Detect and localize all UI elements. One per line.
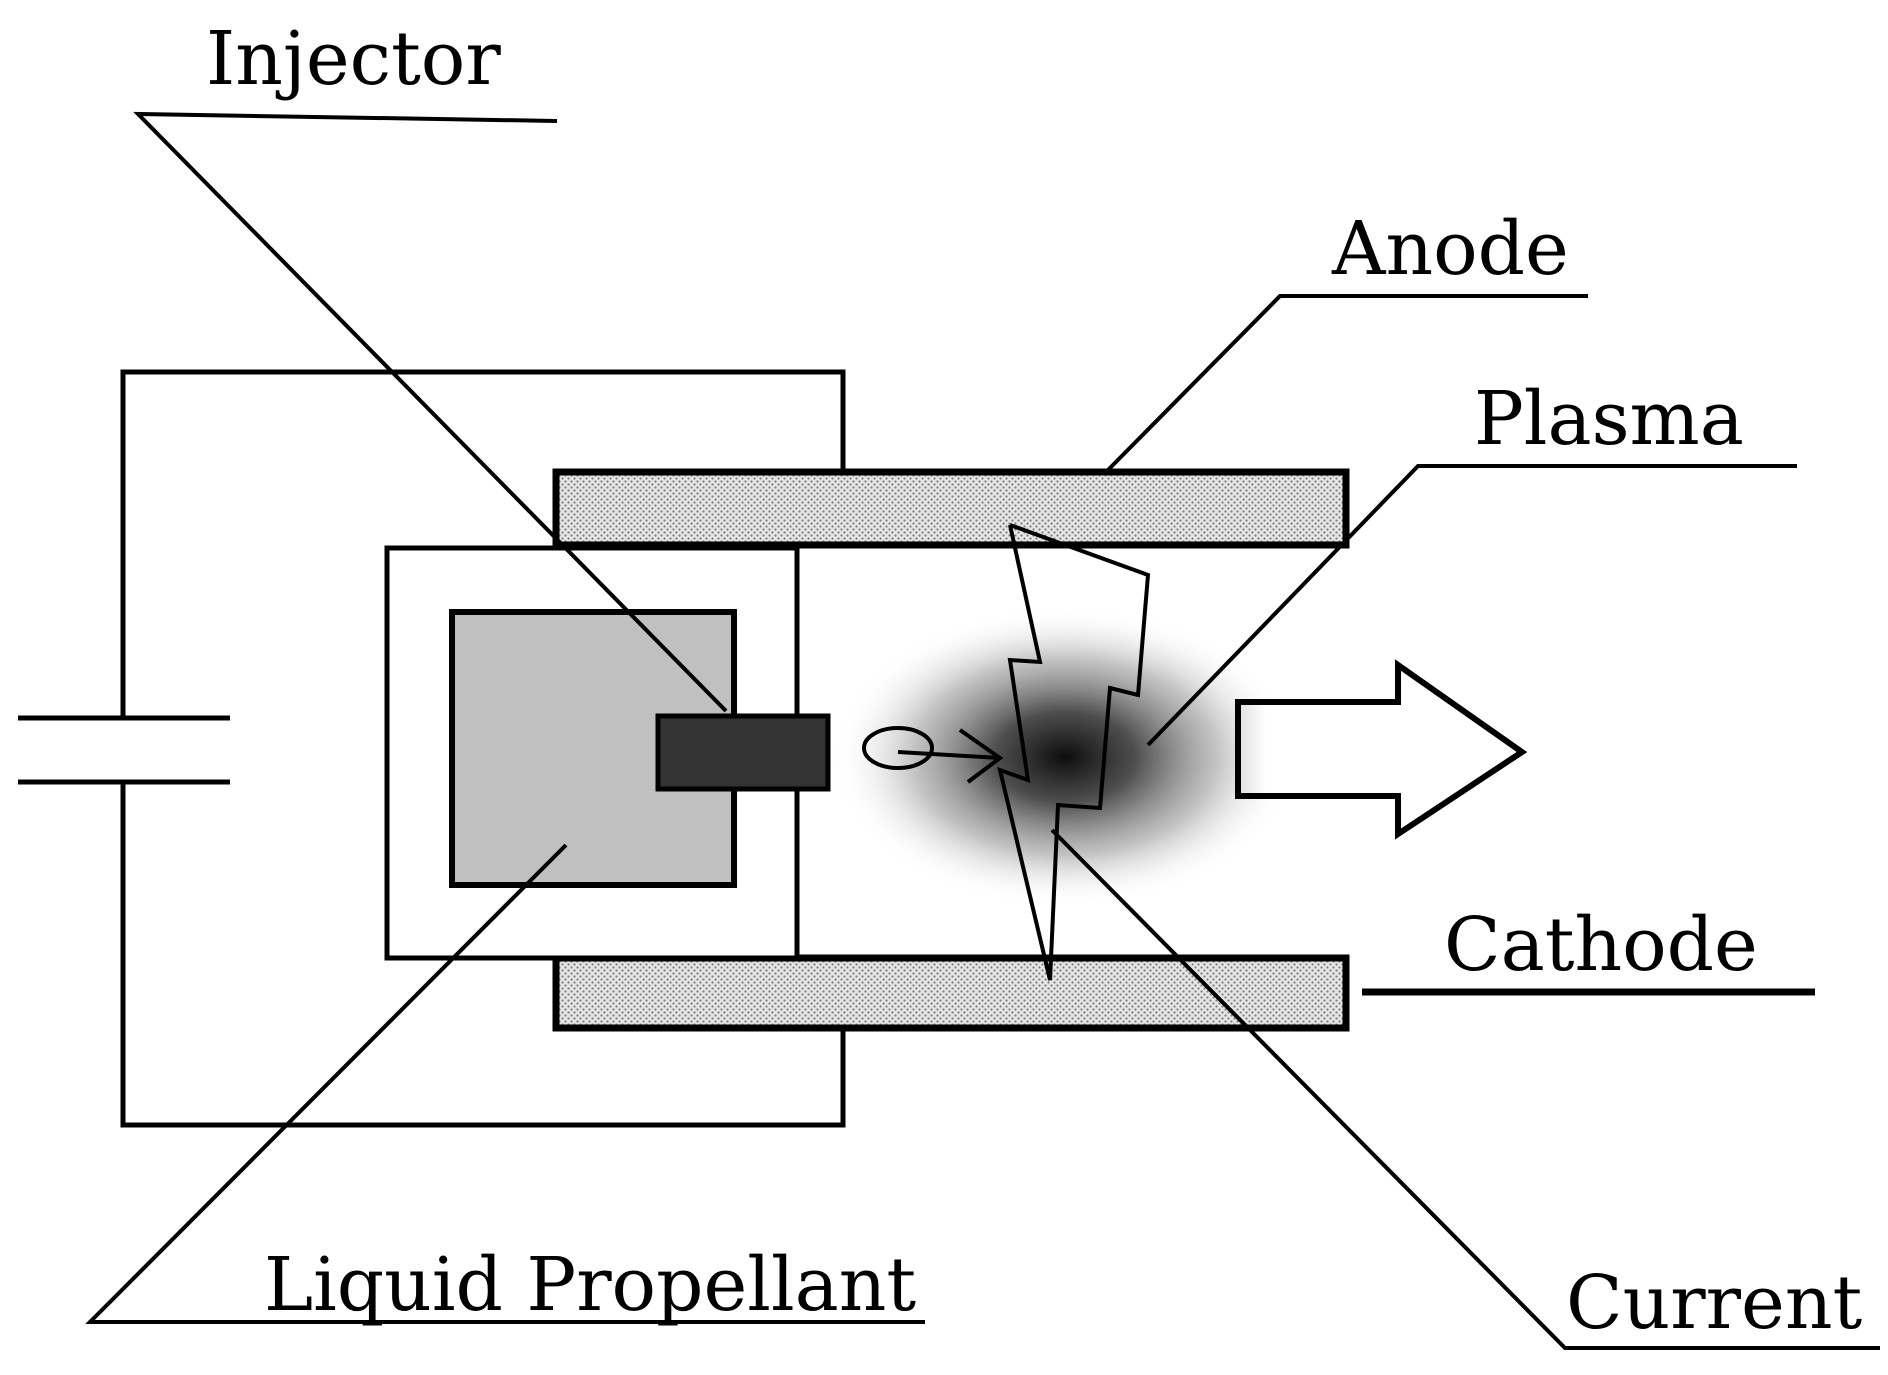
thrust-arrow xyxy=(1235,659,1528,840)
plasma-leader xyxy=(1146,464,1797,747)
circuit-wire-bottom xyxy=(120,782,846,1128)
current-leader xyxy=(1050,828,1880,1350)
injector-label: Injector xyxy=(206,16,501,102)
current-discharge-arc xyxy=(997,523,1151,981)
anode-electrode xyxy=(552,468,1350,549)
injector-leader xyxy=(133,111,728,713)
current-label: Current xyxy=(1566,1260,1862,1346)
liquid-propellant-label: Liquid Propellant xyxy=(264,1242,916,1328)
liquid-propellant-leader xyxy=(85,843,925,1324)
cathode-label: Cathode xyxy=(1444,902,1758,988)
plasma-label: Plasma xyxy=(1474,376,1744,462)
droplet-trajectory-arrowhead xyxy=(958,728,1004,784)
anode-leader xyxy=(1106,294,1588,472)
cathode-electrode xyxy=(552,954,1350,1032)
propellant-droplet xyxy=(862,726,934,770)
droplet-trajectory xyxy=(897,750,1001,760)
circuit-wire-top xyxy=(120,369,846,718)
plasma-glow xyxy=(833,607,1297,907)
injector-nozzle xyxy=(655,713,831,792)
anode-label: Anode xyxy=(1331,206,1569,292)
